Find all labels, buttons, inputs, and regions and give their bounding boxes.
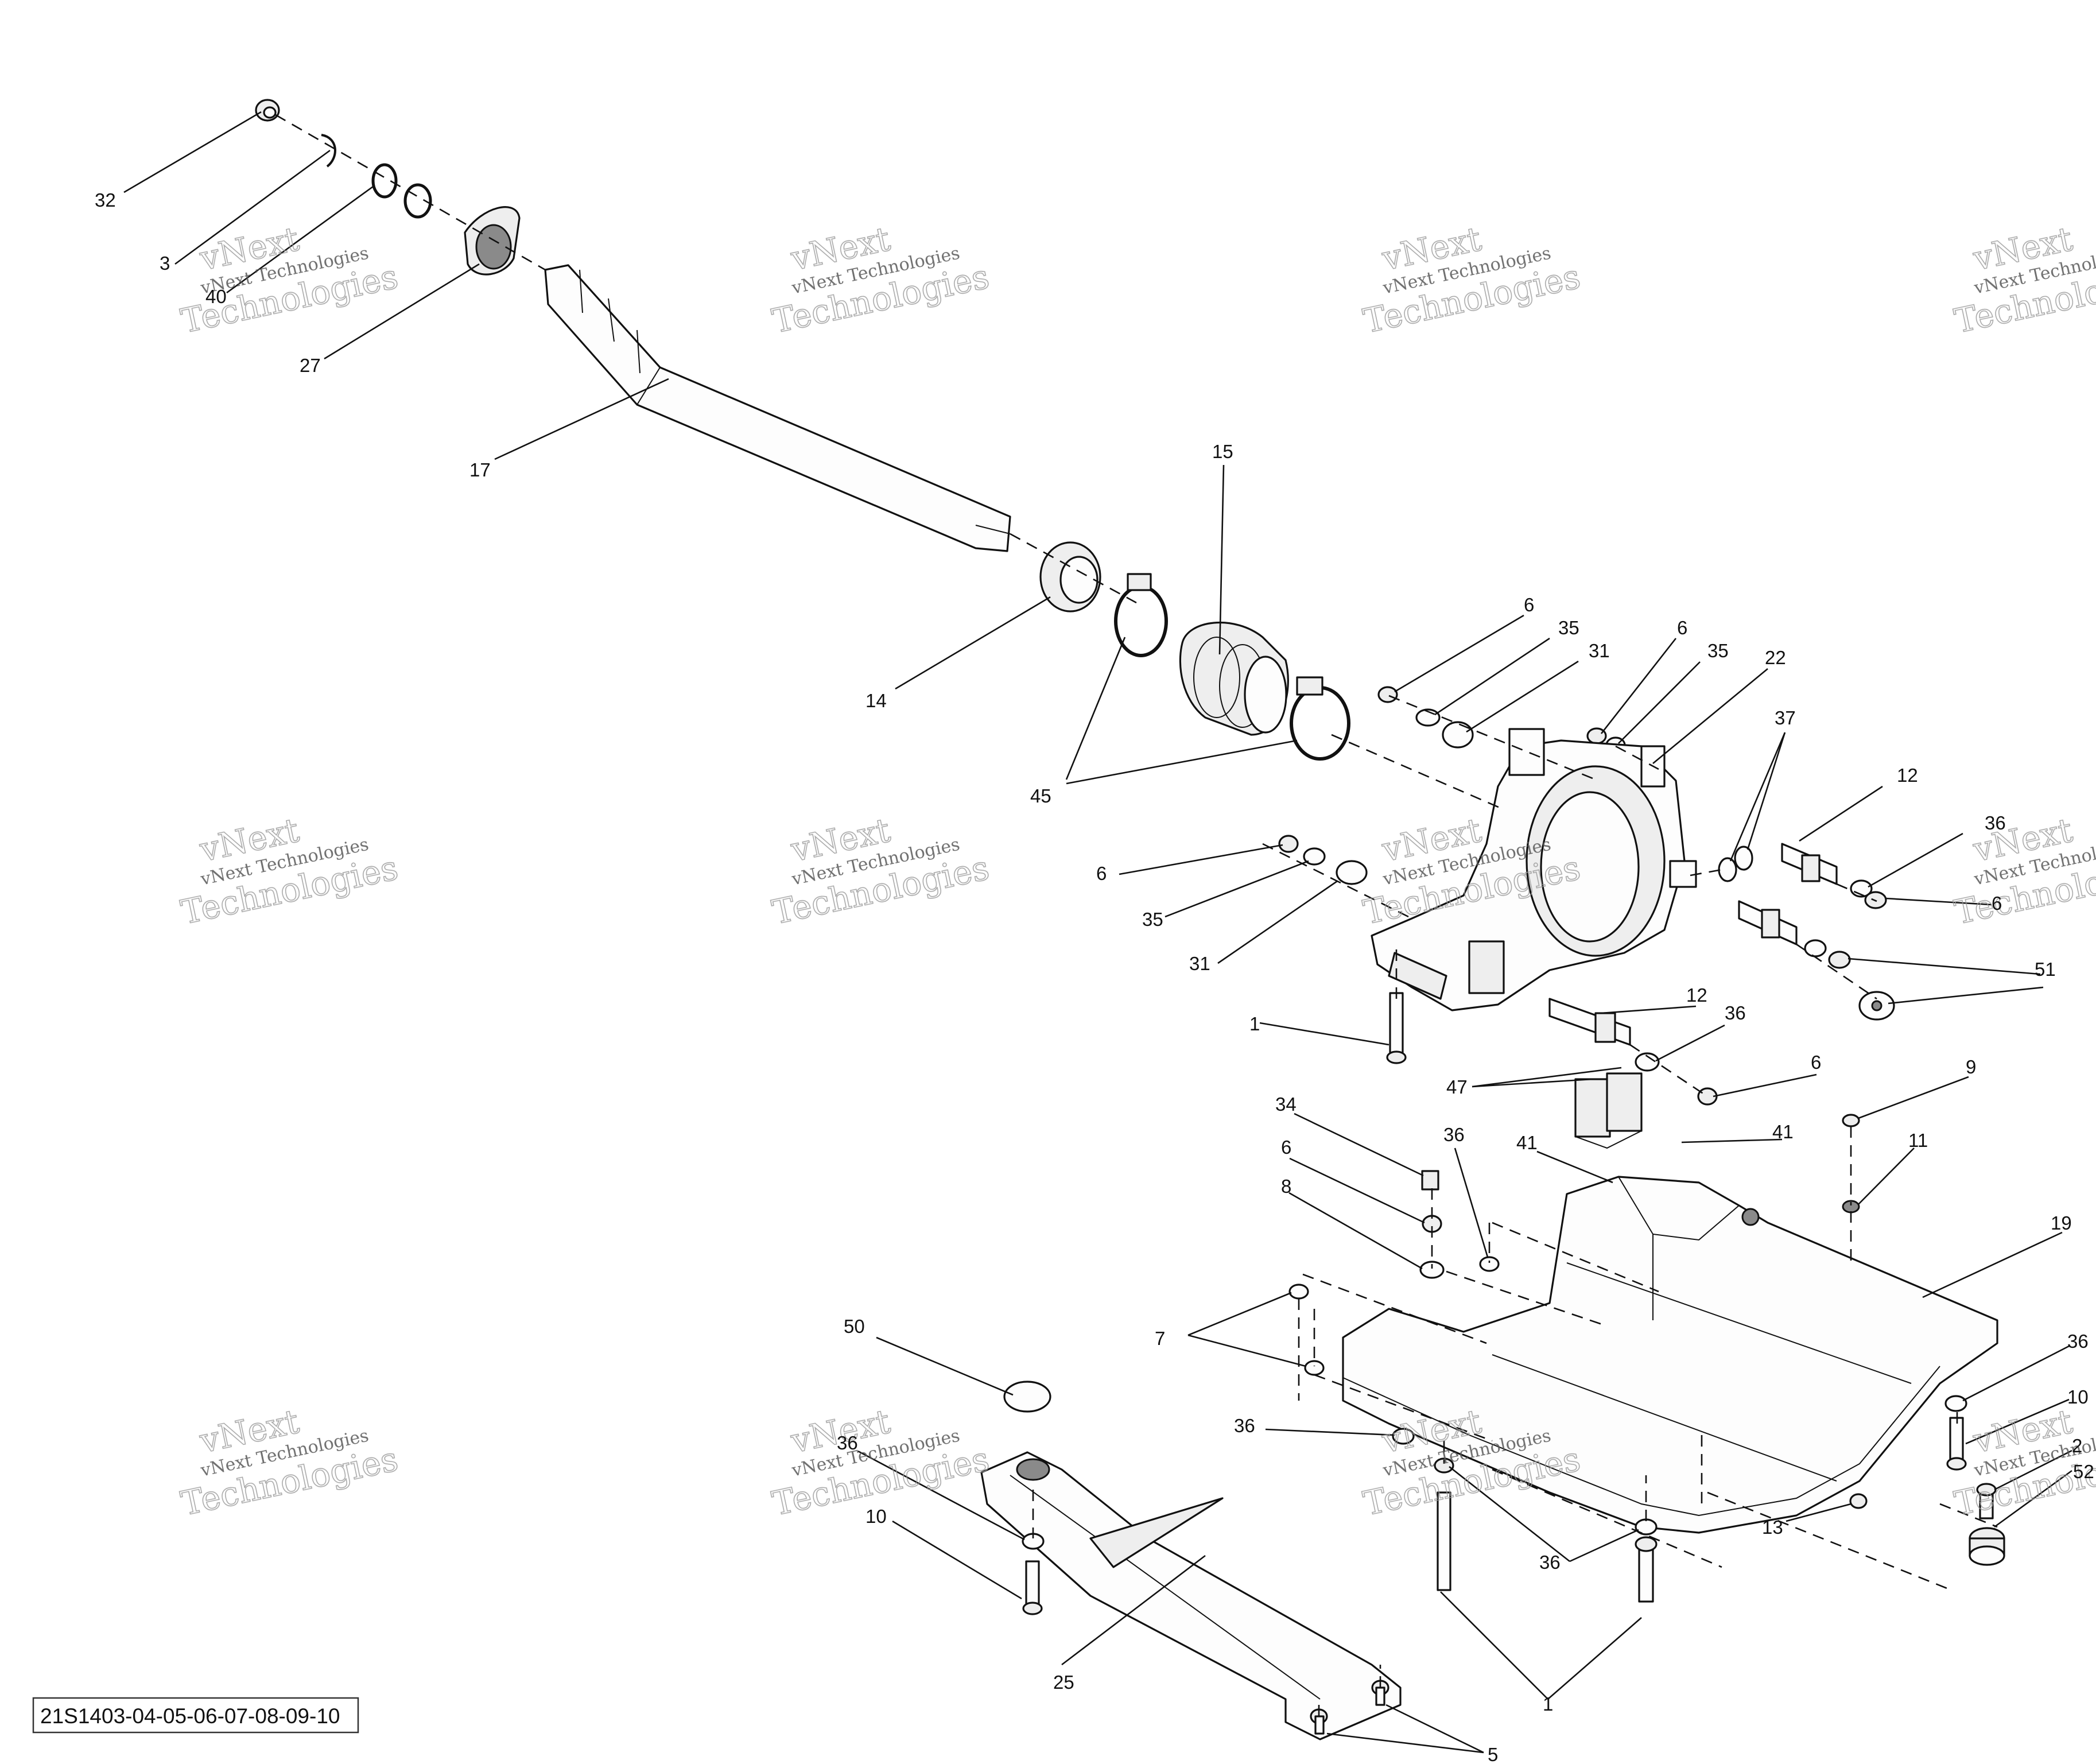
callout-label: 10 [865,1506,887,1527]
callout-label: 1 [1543,1693,1553,1715]
part-washer-36-bottom-a [1392,1428,1415,1445]
part-nut-6-upper [1377,686,1398,703]
callout-label: 12 [1897,765,1918,786]
callout-label: 36 [1725,1002,1746,1023]
part-boot-15 [1179,621,1289,736]
callout-label: 11 [1908,1130,1928,1151]
part-washer-7-b [1304,1360,1325,1376]
callout-label: 5 [1488,1744,1498,1764]
part-nut-32 [255,99,280,122]
part-mount-12-lower [1548,998,1631,1046]
callout-label: 6 [1096,863,1107,884]
callout-label: 15 [1212,441,1233,462]
callout-label: 22 [1765,647,1786,668]
part-mount-12-mid [1738,900,1798,945]
callout-label: 36 [2067,1331,2089,1352]
callout-label: 31 [1589,640,1610,661]
callout-label: 35 [1707,640,1729,661]
callout-label: 50 [844,1316,865,1337]
callout-label: 6 [1677,617,1687,638]
callout-label: 34 [1275,1094,1297,1115]
callout-label: 36 [1234,1415,1255,1436]
part-plate-51 [1858,991,1895,1021]
callout-label: 12 [1686,984,1707,1006]
part-washer-36-lower [1635,1052,1660,1072]
callout-label: 14 [865,690,887,711]
part-washer-31-upper [1442,721,1474,749]
callout-label: 51 [2035,959,2056,980]
part-bolt-1-bottom-b [1635,1536,1658,1603]
part-clamp-45-left [1114,573,1168,657]
callout-label: 41 [1516,1132,1538,1153]
part-washer-36-right-lower [1944,1395,1967,1412]
callout-label: 10 [2067,1386,2089,1408]
part-cap-50 [1003,1381,1051,1413]
part-bushing-14 [1039,541,1101,612]
callout-label: 31 [1189,953,1210,974]
reference-code: 21S1403-04-05-06-07-08-09-10 [40,1704,340,1728]
callout-label: 37 [1775,707,1796,728]
callout-label: 6 [1811,1052,1821,1073]
part-mount-12-upper [1781,843,1838,885]
part-nut-6-left [1278,835,1299,853]
part-spacer-34 [1421,1170,1439,1191]
part-washer-36-mid [1804,939,1827,957]
callout-label: 36 [1539,1552,1561,1573]
callout-label: 6 [1281,1137,1291,1158]
part-clamp-45-right [1290,676,1350,761]
part-washer-8 [1419,1261,1445,1279]
callout-label: 40 [205,286,227,307]
callout-label: 3 [160,253,170,274]
callout-label: 45 [1030,785,1051,807]
part-bearing-housing-22 [1371,728,1697,1011]
callout-label: 27 [300,355,321,376]
callout-label: 32 [95,189,116,211]
callout-label: 13 [1762,1517,1783,1538]
part-orings-40 [371,163,432,219]
part-washer-31-left [1336,860,1368,885]
part-washer-35-left [1303,847,1326,866]
callout-label: 1 [1249,1013,1260,1034]
callout-label: 35 [1558,617,1579,638]
part-screw-13 [1849,1493,1868,1509]
reference-code-box: 21S1403-04-05-06-07-08-09-10 [32,1697,359,1734]
callout-label: 6 [1524,594,1534,615]
part-stud-37-b [1734,846,1753,871]
callout-label: 8 [1281,1176,1291,1197]
part-bolt-1-bottom-a [1434,1457,1454,1591]
callout-label: 47 [1446,1076,1468,1098]
part-bolt-10-right [1946,1417,1967,1471]
callout-label: 36 [1985,812,2006,833]
callout-label: 7 [1155,1328,1165,1349]
part-screw-9 [1842,1114,1860,1127]
callout-label: 36 [1443,1124,1465,1145]
callout-label: 9 [1966,1056,1976,1077]
callout-label: 52 [2073,1461,2094,1482]
callout-label: 25 [1053,1672,1074,1693]
part-bolt-10-rail [1022,1560,1043,1615]
assembly-center-lines [275,114,1998,1716]
part-circlip-3 [321,134,336,168]
part-seal-27 [464,206,521,276]
callout-label: 36 [837,1432,858,1453]
part-washer-7-a [1288,1284,1309,1300]
part-stud-37-a [1718,857,1737,882]
part-frame-19 [1342,1176,1998,1534]
callout-label: 19 [2051,1212,2072,1234]
part-nut-6-mid [1828,951,1851,969]
part-damper-47 [1574,1072,1643,1149]
callout-labels: 32 3 40 27 17 15 14 45 6 35 31 6 35 22 3… [95,189,2094,1764]
callout-leaders [123,111,2072,1754]
part-bolt-1-upper [1386,992,1407,1064]
part-washer-36-center [1479,1256,1500,1272]
callout-label: 41 [1772,1121,1794,1142]
part-rail-25 [980,1451,1402,1740]
callout-label: 6 [1992,893,2002,914]
callout-label: 2 [2072,1435,2082,1456]
callout-label: 17 [469,459,491,480]
callout-label: 35 [1142,909,1163,930]
part-bumper-52 [1969,1527,2005,1566]
part-drive-shaft-17 [544,264,1011,552]
